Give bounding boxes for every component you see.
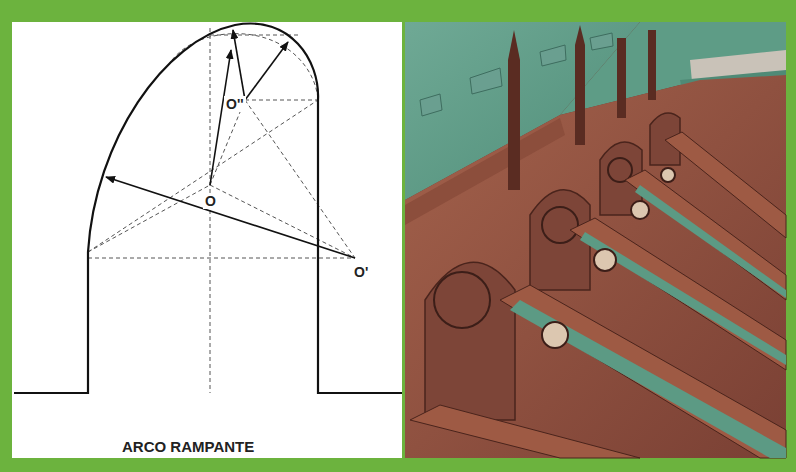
diagram-caption: ARCO RAMPANTE — [122, 439, 254, 454]
center-label: O — [203, 193, 218, 209]
center-label: O' — [352, 264, 370, 280]
construction-lines — [88, 28, 355, 393]
radius-arrows — [106, 30, 355, 258]
arch-outline — [14, 24, 402, 393]
diagram-panel — [12, 22, 402, 458]
center-label: O'' — [224, 96, 246, 112]
cathedral-photo — [405, 22, 786, 458]
